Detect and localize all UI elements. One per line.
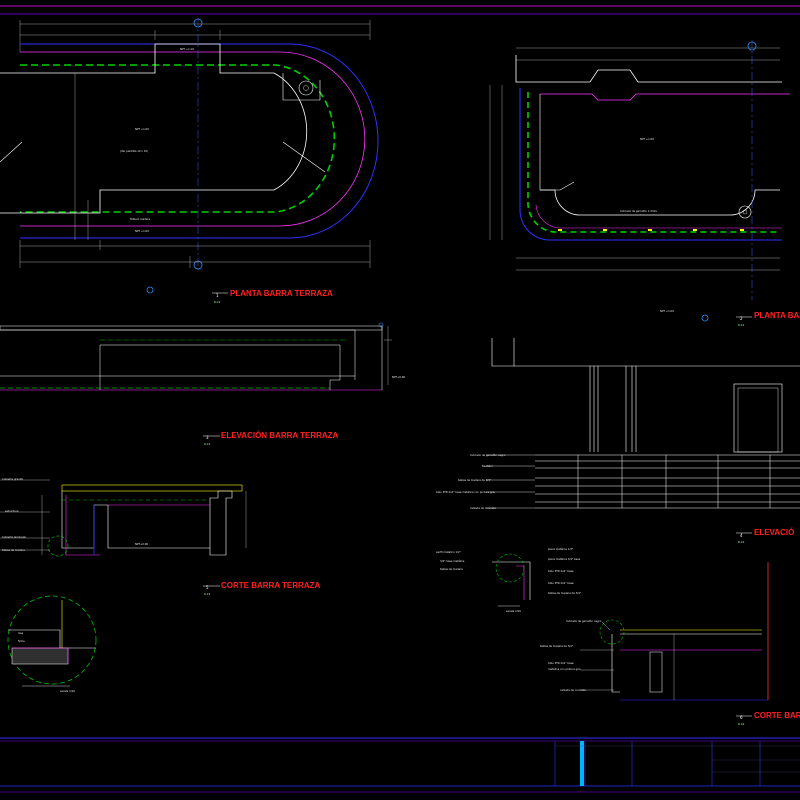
title-elev-2-number: 4 bbox=[740, 533, 743, 538]
title-plan-2-text: PLANTA BARRA bbox=[754, 311, 800, 320]
svg-text:losa: losa bbox=[18, 631, 24, 635]
title-plan-2-number: 2 bbox=[740, 316, 743, 321]
svg-text:Tablero madera: Tablero madera bbox=[130, 217, 151, 221]
title-plan-1: 1 D-10 PLANTA BARRA TERRAZA bbox=[212, 289, 333, 304]
title-elev-2-ref: D-10 bbox=[738, 540, 745, 544]
svg-text:tablas de madera de 3/4": tablas de madera de 3/4" bbox=[458, 478, 491, 482]
svg-text:metálica con pintura gris: metálica con pintura gris bbox=[548, 667, 581, 671]
svg-text:escala 1/10: escala 1/10 bbox=[506, 609, 521, 613]
elevation-barra: Indicado de garrafón negro Bastidor tabl… bbox=[436, 338, 800, 510]
title-section-2-text: CORTE BARRA bbox=[754, 711, 800, 720]
title-block bbox=[0, 737, 800, 793]
svg-text:escala 1/10: escala 1/10 bbox=[60, 689, 75, 693]
title-plan-1-number: 1 bbox=[216, 293, 219, 298]
title-section-1-number: 5 bbox=[206, 585, 209, 590]
svg-text:Indicado de garrafón negro: Indicado de garrafón negro bbox=[470, 453, 506, 457]
svg-text:(Ver plantilla 10 x 10): (Ver plantilla 10 x 10) bbox=[120, 149, 148, 153]
title-elev-2: 4 D-10 ELEVACIÓ bbox=[736, 528, 794, 544]
svg-text:firme: firme bbox=[18, 639, 25, 643]
svg-text:NPT+0.00: NPT+0.00 bbox=[392, 375, 405, 379]
title-elev-1-number: 3 bbox=[206, 435, 209, 440]
title-elev-1: 3 D-10 ELEVACIÓN BARRA TERRAZA bbox=[203, 431, 339, 446]
title-plan-2-ref: D-10 bbox=[738, 323, 745, 327]
svg-text:tubo PTR 2x2" base: tubo PTR 2x2" base bbox=[548, 661, 574, 665]
svg-text:Cubierta granito: Cubierta granito bbox=[2, 477, 24, 481]
section-barra-terraza: Cubierta granito estructura Cubierta lam… bbox=[0, 477, 247, 557]
svg-text:NPT+0.00: NPT+0.00 bbox=[135, 542, 148, 546]
svg-text:NPT +1.00: NPT +1.00 bbox=[640, 137, 654, 141]
svg-text:tablas de madera: tablas de madera bbox=[2, 548, 25, 552]
title-plan-2: 2 D-10 PLANTA BARRA bbox=[736, 311, 800, 327]
svg-text:placa metálica 1/2": placa metálica 1/2" bbox=[548, 547, 573, 551]
title-elev-1-ref: D-10 bbox=[204, 442, 211, 446]
svg-text:placa metálica 3/4" base: placa metálica 3/4" base bbox=[548, 557, 581, 561]
svg-text:NPT +1.00: NPT +1.00 bbox=[135, 127, 149, 131]
title-section-1-ref: D-10 bbox=[204, 592, 211, 596]
svg-text:tubo PTR 2x2" base: tubo PTR 2x2" base bbox=[548, 581, 574, 585]
svg-text:tubo PTR 2x2" base metálica co: tubo PTR 2x2" base metálica con pintura … bbox=[436, 490, 495, 494]
title-plan-1-ref: D-10 bbox=[214, 300, 221, 304]
svg-text:tablas de madera de 3/4": tablas de madera de 3/4" bbox=[548, 591, 581, 595]
section-barra: Indicado de garrafón negro tablas de mad… bbox=[540, 562, 769, 701]
title-section-1-text: CORTE BARRA TERRAZA bbox=[221, 581, 320, 590]
svg-text:3/4" base metálica: 3/4" base metálica bbox=[440, 559, 465, 563]
svg-text:tubo PTR 2x2" base: tubo PTR 2x2" base bbox=[548, 569, 574, 573]
svg-text:NPT +1.00: NPT +1.00 bbox=[660, 309, 674, 313]
title-section-1: 5 D-10 CORTE BARRA TERRAZA bbox=[203, 581, 320, 596]
svg-text:Indicado de garrafón negro: Indicado de garrafón negro bbox=[566, 619, 602, 623]
svg-text:Cubierta laminado: Cubierta laminado bbox=[2, 535, 26, 539]
detail-elev-2: perfil metálico 1/2" 3/4" base metálica … bbox=[436, 547, 581, 613]
sheet-border bbox=[0, 5, 800, 15]
detail-circle-left: losa firme escala 1/10 bbox=[7, 595, 97, 693]
title-elev-2-text: ELEVACIÓ bbox=[754, 528, 794, 537]
title-plan-1-text: PLANTA BARRA TERRAZA bbox=[230, 289, 333, 298]
svg-text:calzada de concreto: calzada de concreto bbox=[560, 688, 587, 692]
svg-text:calzada de concreto: calzada de concreto bbox=[470, 506, 497, 510]
title-section-2-ref: D-10 bbox=[738, 722, 745, 726]
plan-barra-terraza: NPT +1.10 NPT +1.00 (Ver plantilla 10 x … bbox=[0, 18, 379, 294]
title-elev-1-text: ELEVACIÓN BARRA TERRAZA bbox=[221, 431, 339, 440]
title-section-2-number: 6 bbox=[740, 715, 743, 720]
svg-text:NPT +1.10: NPT +1.10 bbox=[180, 47, 194, 51]
title-section-2: 6 D-10 CORTE BARRA bbox=[736, 711, 800, 726]
svg-text:Indicado de garrafón 1.2mts: Indicado de garrafón 1.2mts bbox=[620, 209, 657, 213]
svg-text:tablas de madera: tablas de madera bbox=[440, 567, 463, 571]
svg-text:estructura: estructura bbox=[5, 509, 19, 513]
svg-text:Bastidor: Bastidor bbox=[482, 464, 494, 468]
svg-text:NPT +1.00: NPT +1.00 bbox=[135, 229, 149, 233]
svg-text:perfil metálico 1/2": perfil metálico 1/2" bbox=[436, 550, 461, 554]
svg-text:tablas de madera de 3/4": tablas de madera de 3/4" bbox=[540, 644, 573, 648]
plan-barra: NPT +1.00 Indicado de garrafón 1.2mts NP… bbox=[489, 40, 790, 322]
elevation-barra-terraza: NPT+0.00 bbox=[0, 322, 405, 391]
